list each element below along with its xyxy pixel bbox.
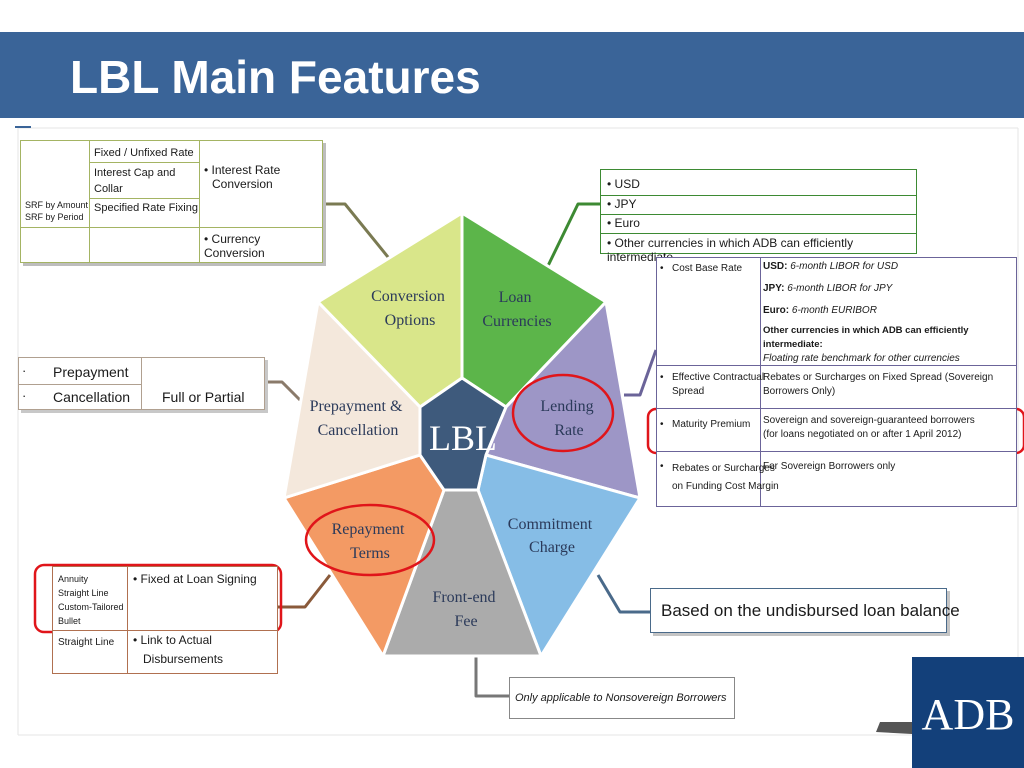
bullet-prepayment: · xyxy=(22,363,27,378)
rebates-label-line1: Rebates or Surcharges xyxy=(672,463,775,474)
usd-label: USD: xyxy=(763,261,788,272)
label-commitment: Commitment Charge xyxy=(508,516,596,556)
link-to-disbursements: • Link to Actual Disbursements xyxy=(133,631,223,669)
connector-frontend xyxy=(474,655,510,698)
prepayment-box: · Prepayment · Cancellation Full or Part… xyxy=(18,357,265,410)
effective-label-line2: Spread xyxy=(672,386,705,397)
effective-label-line1: Effective Contractual xyxy=(672,372,765,383)
repayment-box: Annuity Straight Line Custom-Tailored Bu… xyxy=(52,566,278,674)
conversion-options-box: SRF by Amount SRF by Period Fixed / Unfi… xyxy=(20,140,323,263)
connector-commitment xyxy=(596,574,650,614)
repayment-methods: Annuity Straight Line Custom-Tailored Bu… xyxy=(58,572,124,628)
effective-spread-value: Rebates or Surcharges on Fixed Spread (S… xyxy=(763,372,994,397)
rebates-surcharges-value: For Sovereign Borrowers only xyxy=(763,461,896,472)
connector-lending xyxy=(624,349,658,397)
highlight-repayment-oval xyxy=(304,503,436,577)
other-currencies-label: Other currencies in which ADB can effici… xyxy=(763,325,969,350)
method-bullet: Bullet xyxy=(58,616,81,626)
maturity-premium-label: Maturity Premium xyxy=(672,419,751,430)
background-lines xyxy=(17,127,1019,736)
currency-usd: • USD xyxy=(607,177,640,191)
method-custom-tailored: Custom-Tailored xyxy=(58,602,124,612)
euro-label: Euro: xyxy=(763,305,790,316)
label-currencies: Loan Currencies xyxy=(482,289,551,330)
cancellation-label: Cancellation xyxy=(53,389,131,405)
label-center-lbl: LBL xyxy=(429,418,497,458)
lending-rate-box: • Cost Base Rate USD: 6-month LIBOR for … xyxy=(656,257,1017,507)
label-frontend: Front-end Fee xyxy=(432,589,499,630)
full-or-partial: Full or Partial xyxy=(162,389,245,405)
interest-rate-conversion: • Interest Rate Conversion xyxy=(204,163,280,191)
straight-line-label: Straight Line xyxy=(58,637,115,648)
currency-jpy: • JPY xyxy=(607,197,637,211)
slide-title: LBL Main Features xyxy=(70,51,481,103)
logo-accent-mark xyxy=(876,722,912,734)
interest-cap-line2: Collar xyxy=(94,183,123,195)
cost-base-rate-label: Cost Base Rate xyxy=(672,263,743,274)
label-conversion: Conversion Options xyxy=(371,288,449,329)
front-end-fee-box: Only applicable to Nonsovereign Borrower… xyxy=(509,677,735,719)
currency-conversion: • Currency Conversion xyxy=(204,232,265,260)
interest-cap-line1: Interest Cap and xyxy=(94,167,176,179)
fixed-unfixed-rate: Fixed / Unfixed Rate xyxy=(94,147,194,159)
maturity-premium-value: Sovereign and sovereign-guaranteed borro… xyxy=(763,414,1015,442)
commitment-charge-box: Based on the undisbursed loan balance xyxy=(650,588,960,633)
srf-by-period: SRF by Period xyxy=(25,212,84,222)
label-lending: Lending Rate xyxy=(540,398,597,439)
label-prepayment: Prepayment & Cancellation xyxy=(310,398,407,439)
loan-currencies-box: • USD • JPY • Euro • Other currencies in… xyxy=(600,169,917,264)
front-end-text: Only applicable to Nonsovereign Borrower… xyxy=(515,692,727,704)
effective-spread-label: Effective Contractual Spread xyxy=(672,371,764,399)
jpy-value: 6-month LIBOR for JPY xyxy=(787,283,893,294)
adb-logo-text: ADB xyxy=(921,690,1015,739)
bullet-effective: • xyxy=(660,372,664,383)
title-bar: LBL Main Features xyxy=(0,32,1024,118)
bullet-cost-base: • xyxy=(660,263,664,274)
rebates-surcharges-label: Rebates or Surcharges on Funding Cost Ma… xyxy=(672,460,779,496)
connector-repayment xyxy=(277,574,332,609)
connectors xyxy=(264,202,658,698)
connector-conversion xyxy=(322,202,394,263)
commitment-text: Based on the undisbursed loan balance xyxy=(661,601,960,620)
specified-rate-fixing: Specified Rate Fixing xyxy=(94,202,198,214)
label-repayment: Repayment Terms xyxy=(332,521,409,562)
rebates-label-line2: on Funding Cost Margin xyxy=(672,481,779,492)
usd-value: 6-month LIBOR for USD xyxy=(790,261,899,272)
euro-value: 6-month EURIBOR xyxy=(791,305,877,316)
adb-logo: ADB xyxy=(912,657,1024,768)
connector-prepayment xyxy=(264,380,302,402)
interest-conversion-line2: Conversion xyxy=(212,177,273,191)
link-line1: • Link to Actual xyxy=(133,633,212,647)
other-currencies-value: Floating rate benchmark for other curren… xyxy=(763,353,960,364)
cost-base-rate-values: USD: 6-month LIBOR for USD JPY: 6-month … xyxy=(763,260,1015,366)
fixed-at-loan-signing: • Fixed at Loan Signing xyxy=(133,572,257,586)
link-line2: Disbursements xyxy=(143,652,224,666)
highlight-lending-oval xyxy=(511,373,615,453)
method-straight-line: Straight Line xyxy=(58,588,109,598)
bullet-cancellation: · xyxy=(22,388,27,403)
currency-other: • Other currencies in which ADB can effi… xyxy=(607,236,854,264)
maturity-value-line1: Sovereign and sovereign-guaranteed borro… xyxy=(763,415,975,426)
bullet-maturity: • xyxy=(660,419,664,430)
maturity-value-line2: (for loans negotiated on or after 1 Apri… xyxy=(763,429,962,440)
connector-currencies xyxy=(543,202,600,273)
prepayment-label: Prepayment xyxy=(53,364,129,380)
srf-by-amount: SRF by Amount xyxy=(25,200,89,210)
currency-euro: • Euro xyxy=(607,216,640,230)
interest-cap-collar: Interest Cap and Collar xyxy=(94,165,175,197)
jpy-label: JPY: xyxy=(763,283,785,294)
interest-conversion-line1: • Interest Rate xyxy=(204,163,281,177)
header-accent-mark xyxy=(15,126,31,128)
method-annuity: Annuity xyxy=(58,574,89,584)
segment-center-lbl xyxy=(418,376,508,492)
bullet-rebates: • xyxy=(660,461,664,472)
